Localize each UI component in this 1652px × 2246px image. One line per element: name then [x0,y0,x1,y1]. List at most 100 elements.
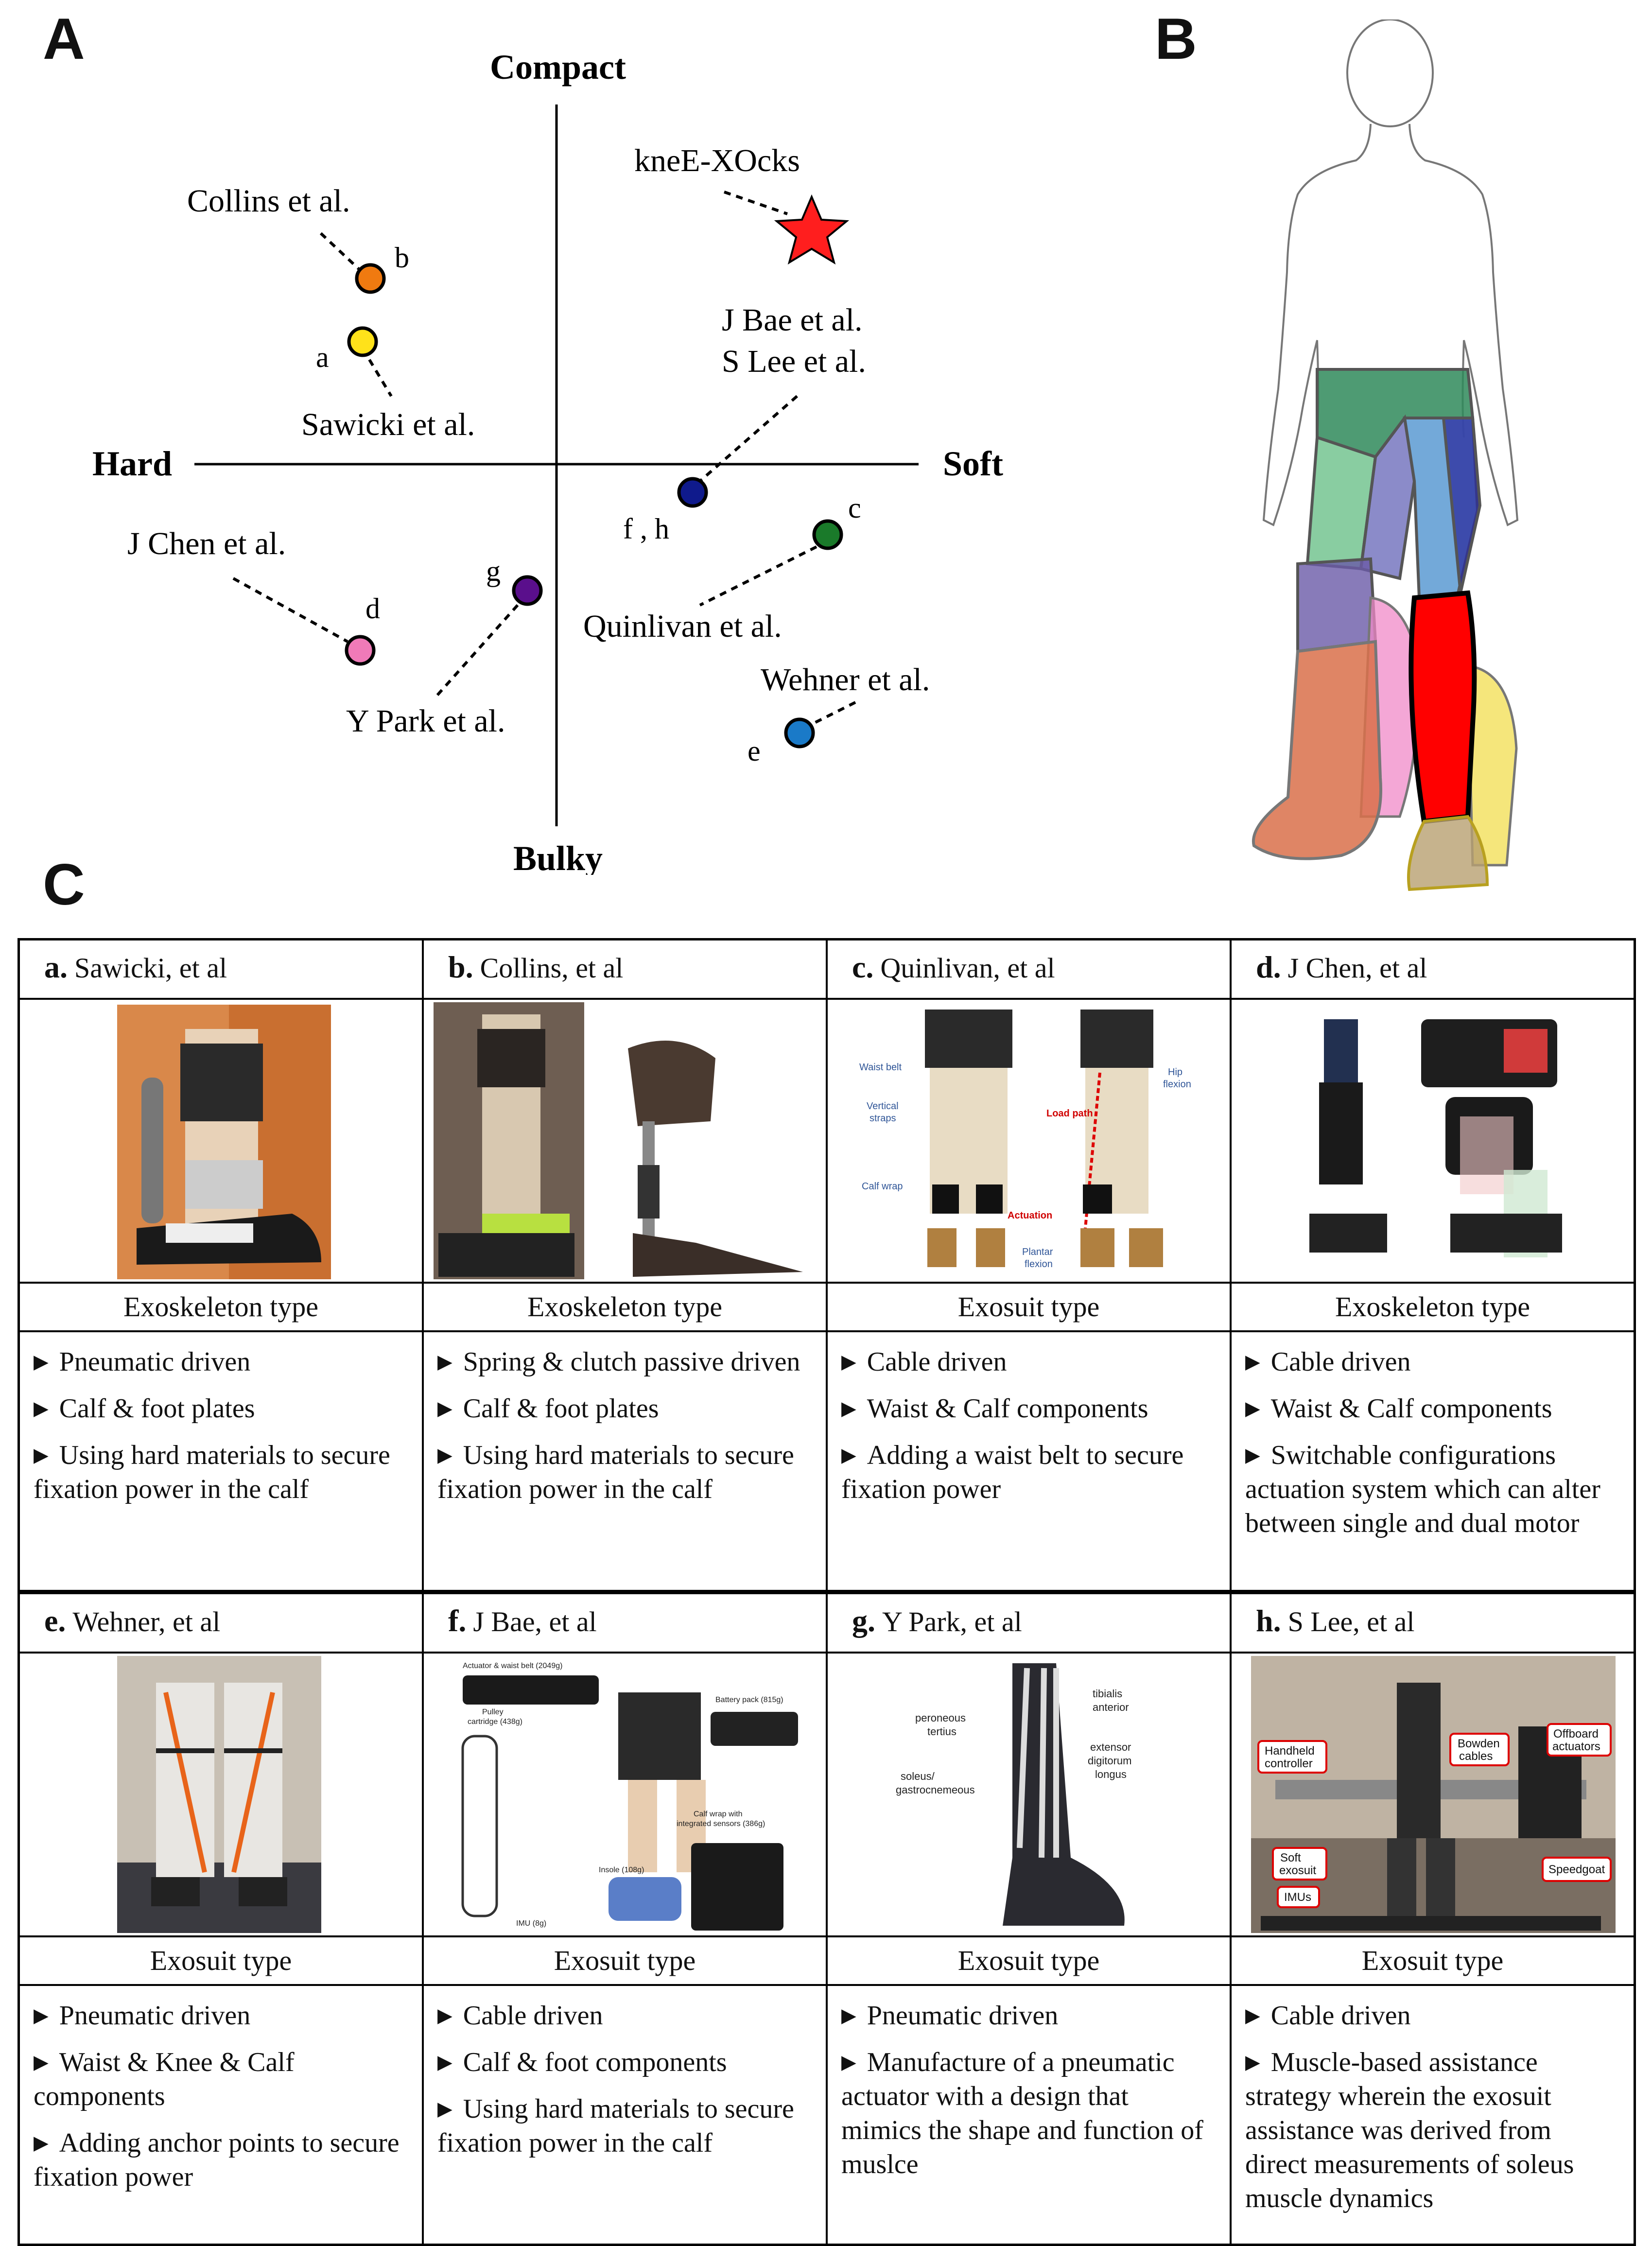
point-marker-c [812,519,843,550]
feature-item: Calf & foot plates [437,1392,811,1426]
header-wehner: e.Wehner, et al [20,1594,424,1652]
header-chen: d.J Chen, et al [1256,950,1427,984]
point-letter-c: c [848,492,861,524]
point-label-knee-xocks: kneE-XOcks [634,143,800,178]
point-quinlivan: c Quinlivan et al. [583,492,861,644]
photo-quinlivan: Waist belt Vertical straps Calf wrap Hip… [828,1000,1232,1282]
svg-text:digitorum: digitorum [1088,1755,1131,1767]
image-row: Waist belt Vertical straps Calf wrap Hip… [20,1000,1634,1284]
photo-chen [1232,1000,1634,1282]
header-collins: b.Collins, et al [424,940,828,998]
features-park: Pneumatic driven Manufacture of a pneuma… [828,1986,1232,2244]
type-wehner: Exosuit type [20,1937,424,1984]
feature-item: Calf & foot components [437,2045,811,2079]
photo-park: peroneous tertius soleus/ gastrocnemeous… [828,1654,1232,1935]
svg-text:Calf wrap: Calf wrap [862,1181,903,1192]
comparison-table-row1: a.Sawicki, et al b.Collins, et al c.Quin… [17,938,1636,1592]
svg-text:flexion: flexion [1025,1259,1053,1270]
segment-thigh-inner [1359,414,1416,580]
point-bae-lee: J Bae et al. S Lee et al. f , h [623,302,866,545]
type-park: Exosuit type [828,1937,1232,1984]
feature-item: Pneumatic driven [34,1345,407,1379]
point-letter-g: g [486,555,501,587]
feature-item: Using hard materials to secure fixation … [437,2092,811,2160]
features-quinlivan: Cable driven Waist & Calf components Add… [828,1332,1232,1590]
photo-wehner [20,1654,424,1935]
panel-label-c: C [43,852,85,917]
feature-item: Adding anchor points to secure fixation … [34,2126,407,2194]
feature-item: Waist & Knee & Calf components [34,2045,407,2113]
point-label-park: Y Park et al. [346,703,505,739]
svg-text:exosuit: exosuit [1279,1864,1316,1877]
photo-collins [424,1000,828,1282]
header-quinlivan: c.Quinlivan, et al [828,940,1232,998]
svg-text:extensor: extensor [1090,1741,1131,1753]
svg-text:soleus/: soleus/ [901,1770,935,1782]
point-knee-xocks: kneE-XOcks [634,143,850,265]
axis-label-left: Hard [92,444,172,483]
image-row: Actuator & waist belt (2049g) Battery pa… [20,1654,1634,1937]
type-lee: Exosuit type [1361,1945,1504,1976]
point-chen: J Chen et al. d [127,526,380,666]
svg-text:flexion: flexion [1163,1079,1191,1090]
feature-item: Spring & clutch passive driven [437,1345,811,1379]
feature-item: Using hard materials to secure fixation … [34,1438,407,1506]
point-letter-a: a [316,341,329,373]
svg-text:IMUs: IMUs [1284,1891,1311,1904]
svg-text:cables: cables [1459,1750,1493,1763]
svg-text:Load path: Load path [1046,1108,1093,1119]
features-bae: Cable driven Calf & foot components Usin… [424,1986,828,2244]
point-letter-e: e [748,735,761,767]
point-label-quinlivan: Quinlivan et al. [583,609,782,644]
svg-text:anterior: anterior [1093,1701,1129,1713]
feature-item: Adding a waist belt to secure fixation p… [841,1438,1215,1506]
axis-label-bottom: Bulky [513,839,603,875]
point-park: g Y Park et al. [346,555,543,739]
feature-item: Pneumatic driven [34,1999,407,2033]
features-wehner: Pneumatic driven Waist & Knee & Calf com… [20,1986,424,2244]
header-bae: f.J Bae, et al [424,1594,828,1652]
feature-item: Pneumatic driven [841,1999,1215,2033]
point-letter-b: b [395,242,409,274]
svg-text:Speedgoat: Speedgoat [1548,1863,1605,1876]
body-figure [1252,19,1519,891]
feature-item: Cable driven [1245,1999,1619,2033]
svg-text:Waist belt: Waist belt [859,1062,902,1073]
type-bae: Exosuit type [424,1937,828,1984]
point-collins: Collins et al. b [187,183,409,294]
point-label-chen: J Chen et al. [127,526,286,561]
point-letter-fh: f , h [623,513,669,545]
point-label-sawicki: Sawicki et al. [301,407,475,442]
features-collins: Spring & clutch passive driven Calf & fo… [424,1332,828,1590]
segment-calf-right [1409,590,1477,824]
header-park: g.Y Park, et al [828,1594,1232,1652]
svg-text:peroneous: peroneous [915,1712,966,1724]
svg-text:controller: controller [1265,1757,1313,1770]
header-lee: h.S Lee, et al [1256,1603,1415,1638]
feature-item: Switchable configurations actuation syst… [1245,1438,1619,1540]
type-row: Exoskeleton type Exoskeleton type Exosui… [20,1284,1634,1332]
header-sawicki: a.Sawicki, et al [20,940,424,998]
axis-label-top: Compact [490,48,626,87]
star-marker [774,194,850,265]
svg-text:Battery pack (815g): Battery pack (815g) [715,1696,783,1704]
svg-text:longus: longus [1095,1768,1127,1780]
svg-text:Hip: Hip [1168,1067,1182,1078]
segment-calf-back-right [1466,664,1518,867]
axis-label-right: Soft [943,444,1003,483]
svg-text:tertius: tertius [927,1725,956,1738]
header-row: a.Sawicki, et al b.Collins, et al c.Quin… [20,940,1634,1000]
quadrant-chart: Compact Bulky Hard Soft kneE-XOcks Colli… [92,48,1003,875]
features-row: Pneumatic driven Waist & Knee & Calf com… [20,1986,1634,2244]
svg-text:Plantar: Plantar [1022,1247,1053,1257]
photo-bae: Actuator & waist belt (2049g) Battery pa… [424,1654,828,1935]
feature-item: Cable driven [1245,1345,1619,1379]
features-chen: Cable driven Waist & Calf components Swi… [1232,1332,1634,1590]
svg-text:Vertical: Vertical [867,1101,899,1112]
type-chen: Exoskeleton type [1335,1291,1530,1323]
svg-text:integrated sensors (386g): integrated sensors (386g) [677,1820,765,1828]
head-outline [1346,19,1434,127]
svg-text:Insole (108g): Insole (108g) [599,1866,644,1874]
feature-item: Cable driven [841,1345,1215,1379]
point-label-wehner: Wehner et al. [761,662,930,697]
